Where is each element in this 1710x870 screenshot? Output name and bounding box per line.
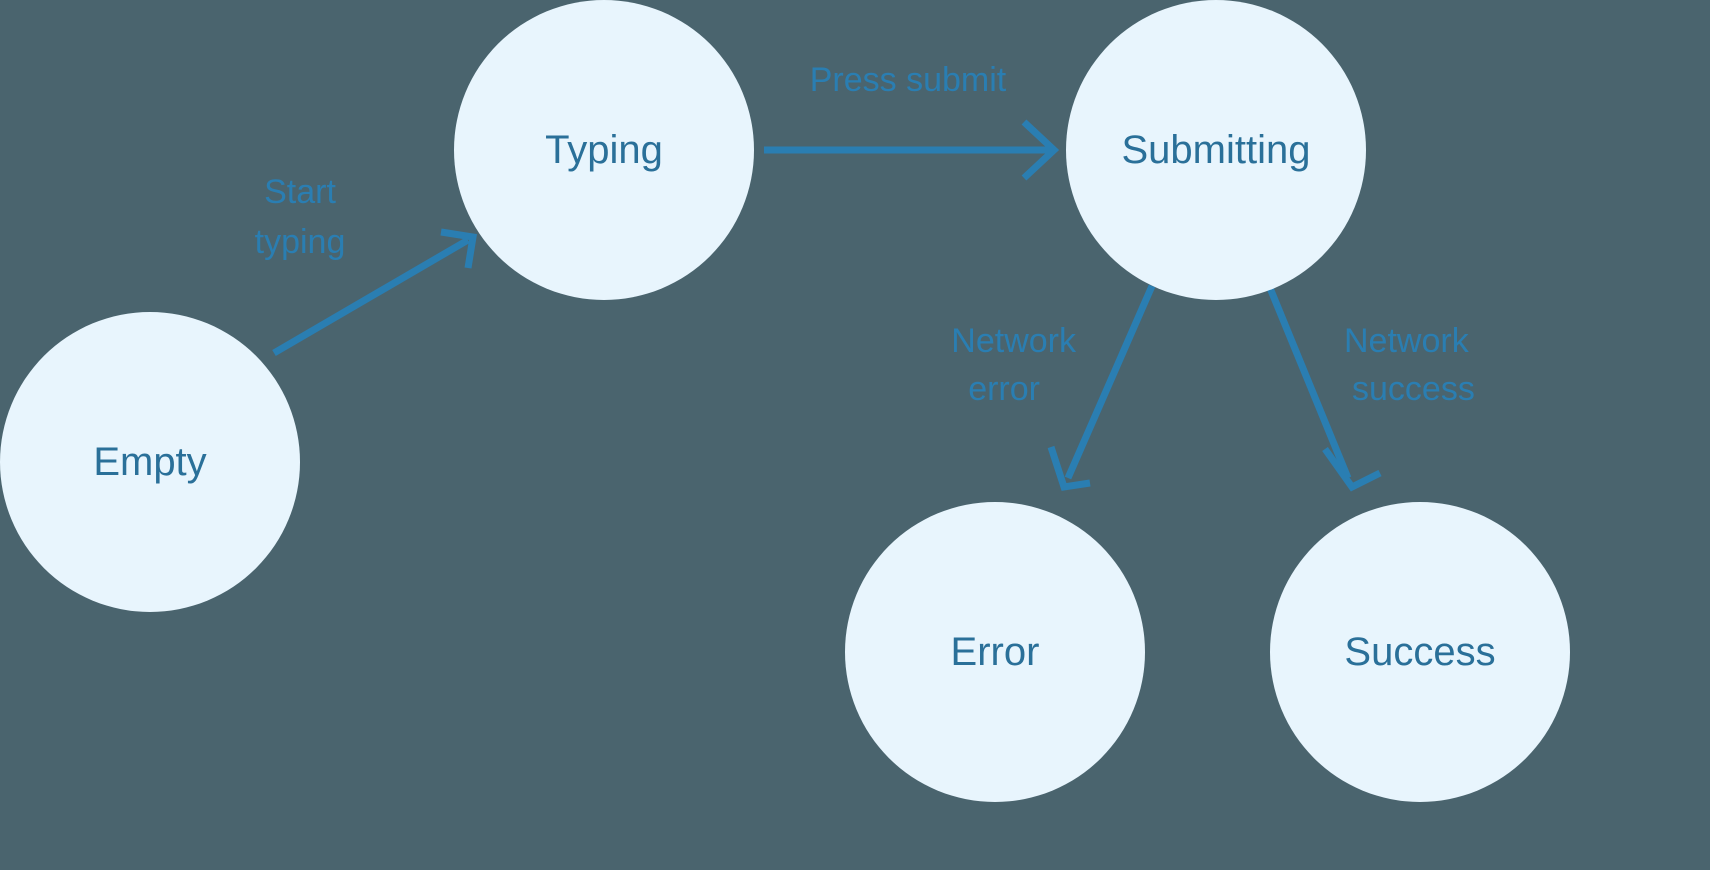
node-circle-submitting[interactable] bbox=[1066, 0, 1366, 300]
edge-label-empty-to-typing-line1: Start bbox=[264, 173, 336, 211]
edge-label-empty-to-typing-line2: typing bbox=[255, 223, 346, 261]
arrowhead-typing-to-submitting bbox=[1021, 119, 1060, 181]
edge-label-typing-to-submitting-line1: Press submit bbox=[810, 61, 1007, 99]
edge-line-empty-to-typing bbox=[272, 236, 470, 357]
node-circle-empty[interactable] bbox=[0, 312, 300, 612]
edge-empty-to-typing: Start typing bbox=[255, 173, 478, 357]
node-success[interactable]: Success bbox=[1270, 502, 1570, 802]
arrowhead-submitting-to-error bbox=[1047, 445, 1091, 491]
edge-label-submitting-to-success-line1: Network bbox=[1344, 322, 1470, 360]
edge-label-submitting-to-success-line2: success bbox=[1352, 370, 1475, 408]
node-circle-success[interactable] bbox=[1270, 502, 1570, 802]
edge-submitting-to-error: Network error bbox=[951, 284, 1156, 491]
node-label-empty: Empty bbox=[93, 440, 206, 484]
edge-label-submitting-to-error-line2: error bbox=[968, 370, 1040, 408]
node-label-success: Success bbox=[1344, 630, 1495, 674]
node-error[interactable]: Error bbox=[845, 502, 1145, 802]
arrowhead-empty-to-typing bbox=[440, 228, 478, 269]
node-label-typing: Typing bbox=[545, 128, 663, 172]
node-submitting[interactable]: Submitting bbox=[1066, 0, 1366, 300]
node-circle-typing[interactable] bbox=[454, 0, 754, 300]
edge-typing-to-submitting: Press submit bbox=[764, 61, 1060, 181]
node-label-error: Error bbox=[951, 630, 1040, 674]
node-circle-error[interactable] bbox=[845, 502, 1145, 802]
edge-line-submitting-to-error bbox=[1064, 284, 1156, 480]
edge-line-submitting-to-success bbox=[1266, 286, 1352, 480]
edge-label-submitting-to-error-line1: Network bbox=[951, 322, 1077, 360]
node-label-submitting: Submitting bbox=[1122, 128, 1311, 172]
node-typing[interactable]: Typing bbox=[454, 0, 754, 300]
arrowhead-submitting-to-success bbox=[1322, 446, 1382, 492]
edge-submitting-to-success: Network success bbox=[1266, 286, 1475, 492]
node-empty[interactable]: Empty bbox=[0, 312, 300, 612]
